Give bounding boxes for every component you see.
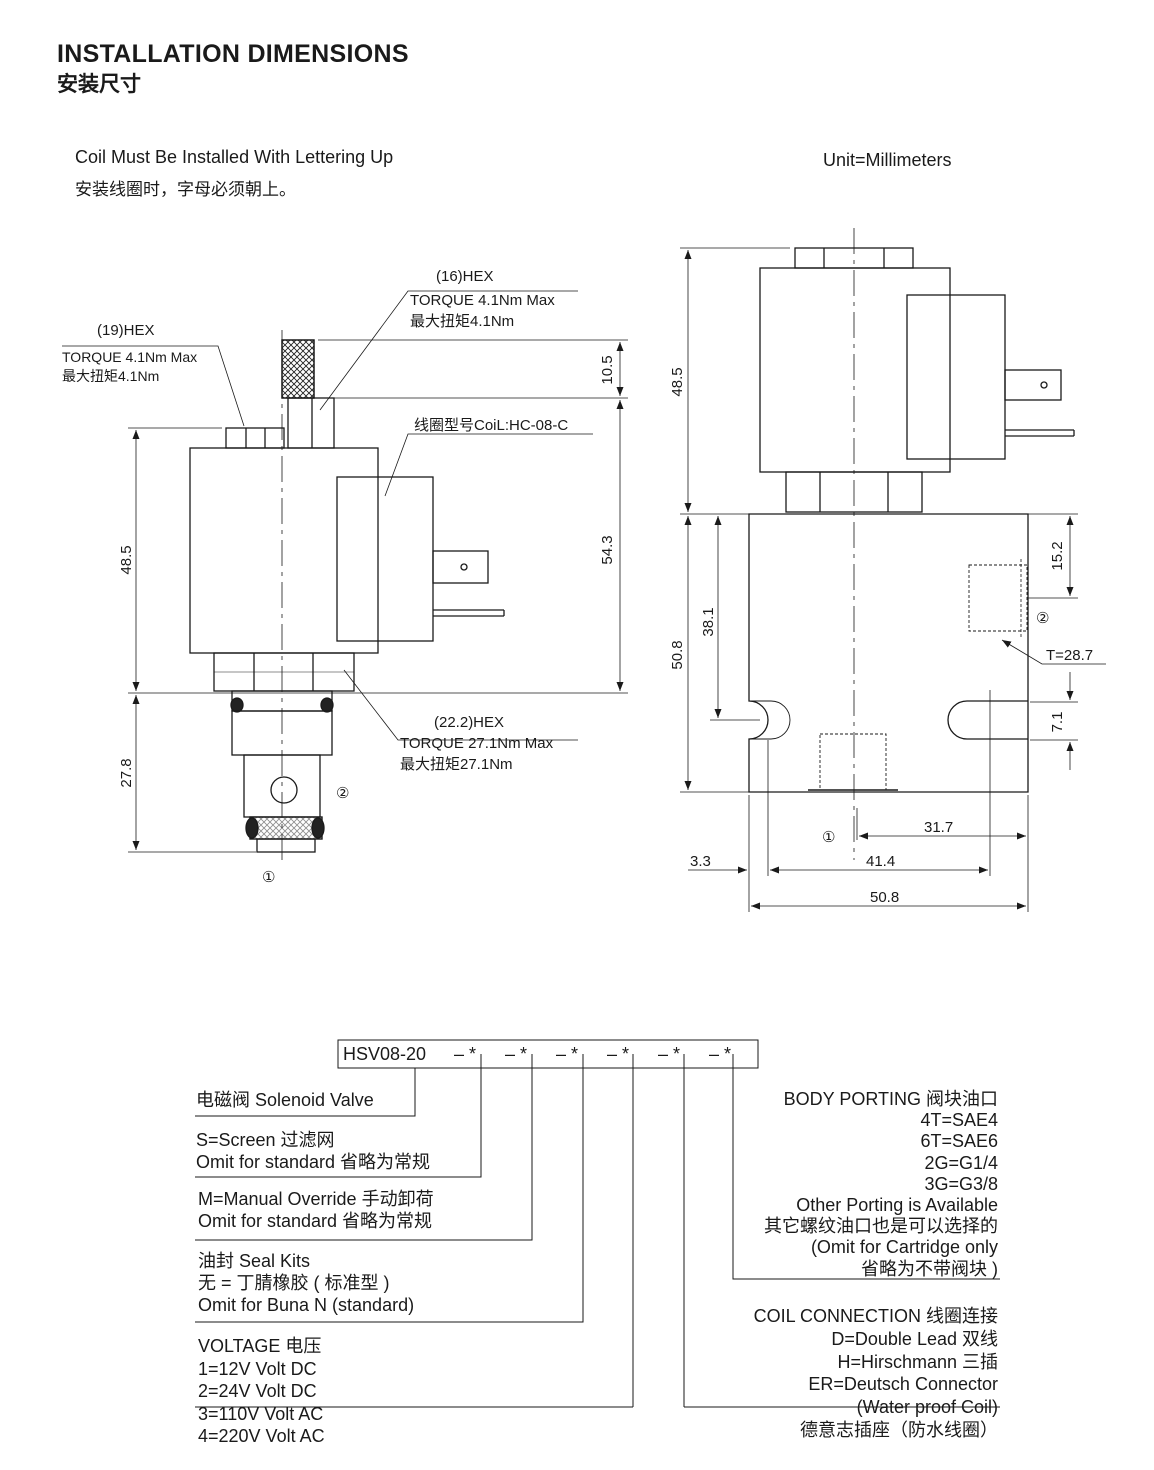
dim-48-5-left: 48.5	[118, 545, 135, 574]
coil-model-label: 线圈型号CoiL:HC-08-C	[414, 417, 568, 434]
segment-2: – *	[505, 1044, 528, 1064]
side-view-labels: (19)HEX TORQUE 4.1Nm Max 最大扭矩4.1Nm (16)H…	[62, 268, 616, 886]
segment-5: – *	[658, 1044, 681, 1064]
hex22-torque: TORQUE 27.1Nm Max	[400, 735, 554, 752]
dim-50-8-horizontal: 50.8	[870, 889, 899, 906]
coil-note: Coil Must Be Installed With Lettering Up	[75, 147, 394, 167]
port-1-left: ①	[262, 869, 275, 886]
dim-10-5: 10.5	[599, 355, 616, 384]
dim-41-4: 41.4	[866, 853, 895, 870]
page-title-cn: 安装尺寸	[57, 73, 141, 96]
port-2-right: ②	[1036, 610, 1049, 627]
installation-drawings: (19)HEX TORQUE 4.1Nm Max 最大扭矩4.1Nm (16)H…	[62, 228, 1106, 912]
segment-3: – *	[556, 1044, 579, 1064]
hex22-torque-cn: 最大扭矩27.1Nm	[400, 756, 513, 773]
dim-50-8-vertical: 50.8	[669, 640, 686, 669]
side-view-dimensions	[62, 290, 628, 853]
hex19-torque: TORQUE 4.1Nm Max	[62, 349, 197, 365]
screen-option: S=Screen 过滤网 Omit for standard 省略为常规	[196, 1130, 431, 1172]
model-segments: – * – * – * – * – * – *	[454, 1044, 760, 1065]
unit-note: Unit=Millimeters	[823, 150, 952, 170]
thread-label: T=28.7	[1046, 647, 1093, 664]
body-porting-option: BODY PORTING 阀块油口 4T=SAE4 6T=SAE6 2G=G1/…	[764, 1089, 998, 1279]
dim-7-1: 7.1	[1049, 712, 1066, 733]
model-code: HSV08-20	[343, 1044, 426, 1065]
dim-38-1: 38.1	[700, 607, 717, 636]
front-view	[748, 228, 1075, 860]
solenoid-label: 电磁阀 Solenoid Valve	[196, 1090, 374, 1110]
port-2-left: ②	[336, 785, 349, 802]
hex16-label: (16)HEX	[436, 268, 494, 285]
hex16-torque-cn: 最大扭矩4.1Nm	[410, 313, 514, 330]
hex16-torque: TORQUE 4.1Nm Max	[410, 292, 555, 309]
hex19-label: (19)HEX	[97, 322, 155, 339]
ordering-code-lines	[195, 1039, 1000, 1408]
segment-4: – *	[607, 1044, 630, 1064]
coil-connection-option: COIL CONNECTION 线圈连接 D=Double Lead 双线 H=…	[753, 1306, 998, 1440]
front-view-labels: 48.5 50.8 38.1 15.2 7.1 T=28.7 31.7 41.4…	[669, 367, 1093, 906]
hex19-torque-cn: 最大扭矩4.1Nm	[62, 368, 159, 384]
dim-3-3: 3.3	[690, 853, 711, 870]
hex22-label: (22.2)HEX	[434, 714, 504, 731]
side-view	[189, 330, 505, 860]
port-1-right: ①	[822, 829, 835, 846]
page-title: INSTALLATION DIMENSIONS	[57, 40, 409, 68]
model-prefix: HSV08-20	[343, 1044, 427, 1064]
coil-note-cn: 安装线圈时，字母必须朝上。	[75, 180, 296, 199]
segment-6: – *	[709, 1044, 732, 1064]
segment-1: – *	[454, 1044, 477, 1064]
seal-kits-option: 油封 Seal Kits 无 = 丁腈橡胶 ( 标准型 ) Omit for B…	[198, 1251, 415, 1315]
dim-27-8: 27.8	[118, 758, 135, 787]
manual-override-option: M=Manual Override 手动卸荷 Omit for standard…	[198, 1189, 434, 1231]
dim-15-2: 15.2	[1049, 541, 1066, 570]
front-view-dimensions	[680, 247, 1106, 912]
dim-54-3: 54.3	[599, 535, 616, 564]
dim-48-5-right: 48.5	[669, 367, 686, 396]
voltage-option: VOLTAGE 电压 1=12V Volt DC 2=24V Volt DC 3…	[198, 1336, 325, 1446]
dim-31-7: 31.7	[924, 819, 953, 836]
